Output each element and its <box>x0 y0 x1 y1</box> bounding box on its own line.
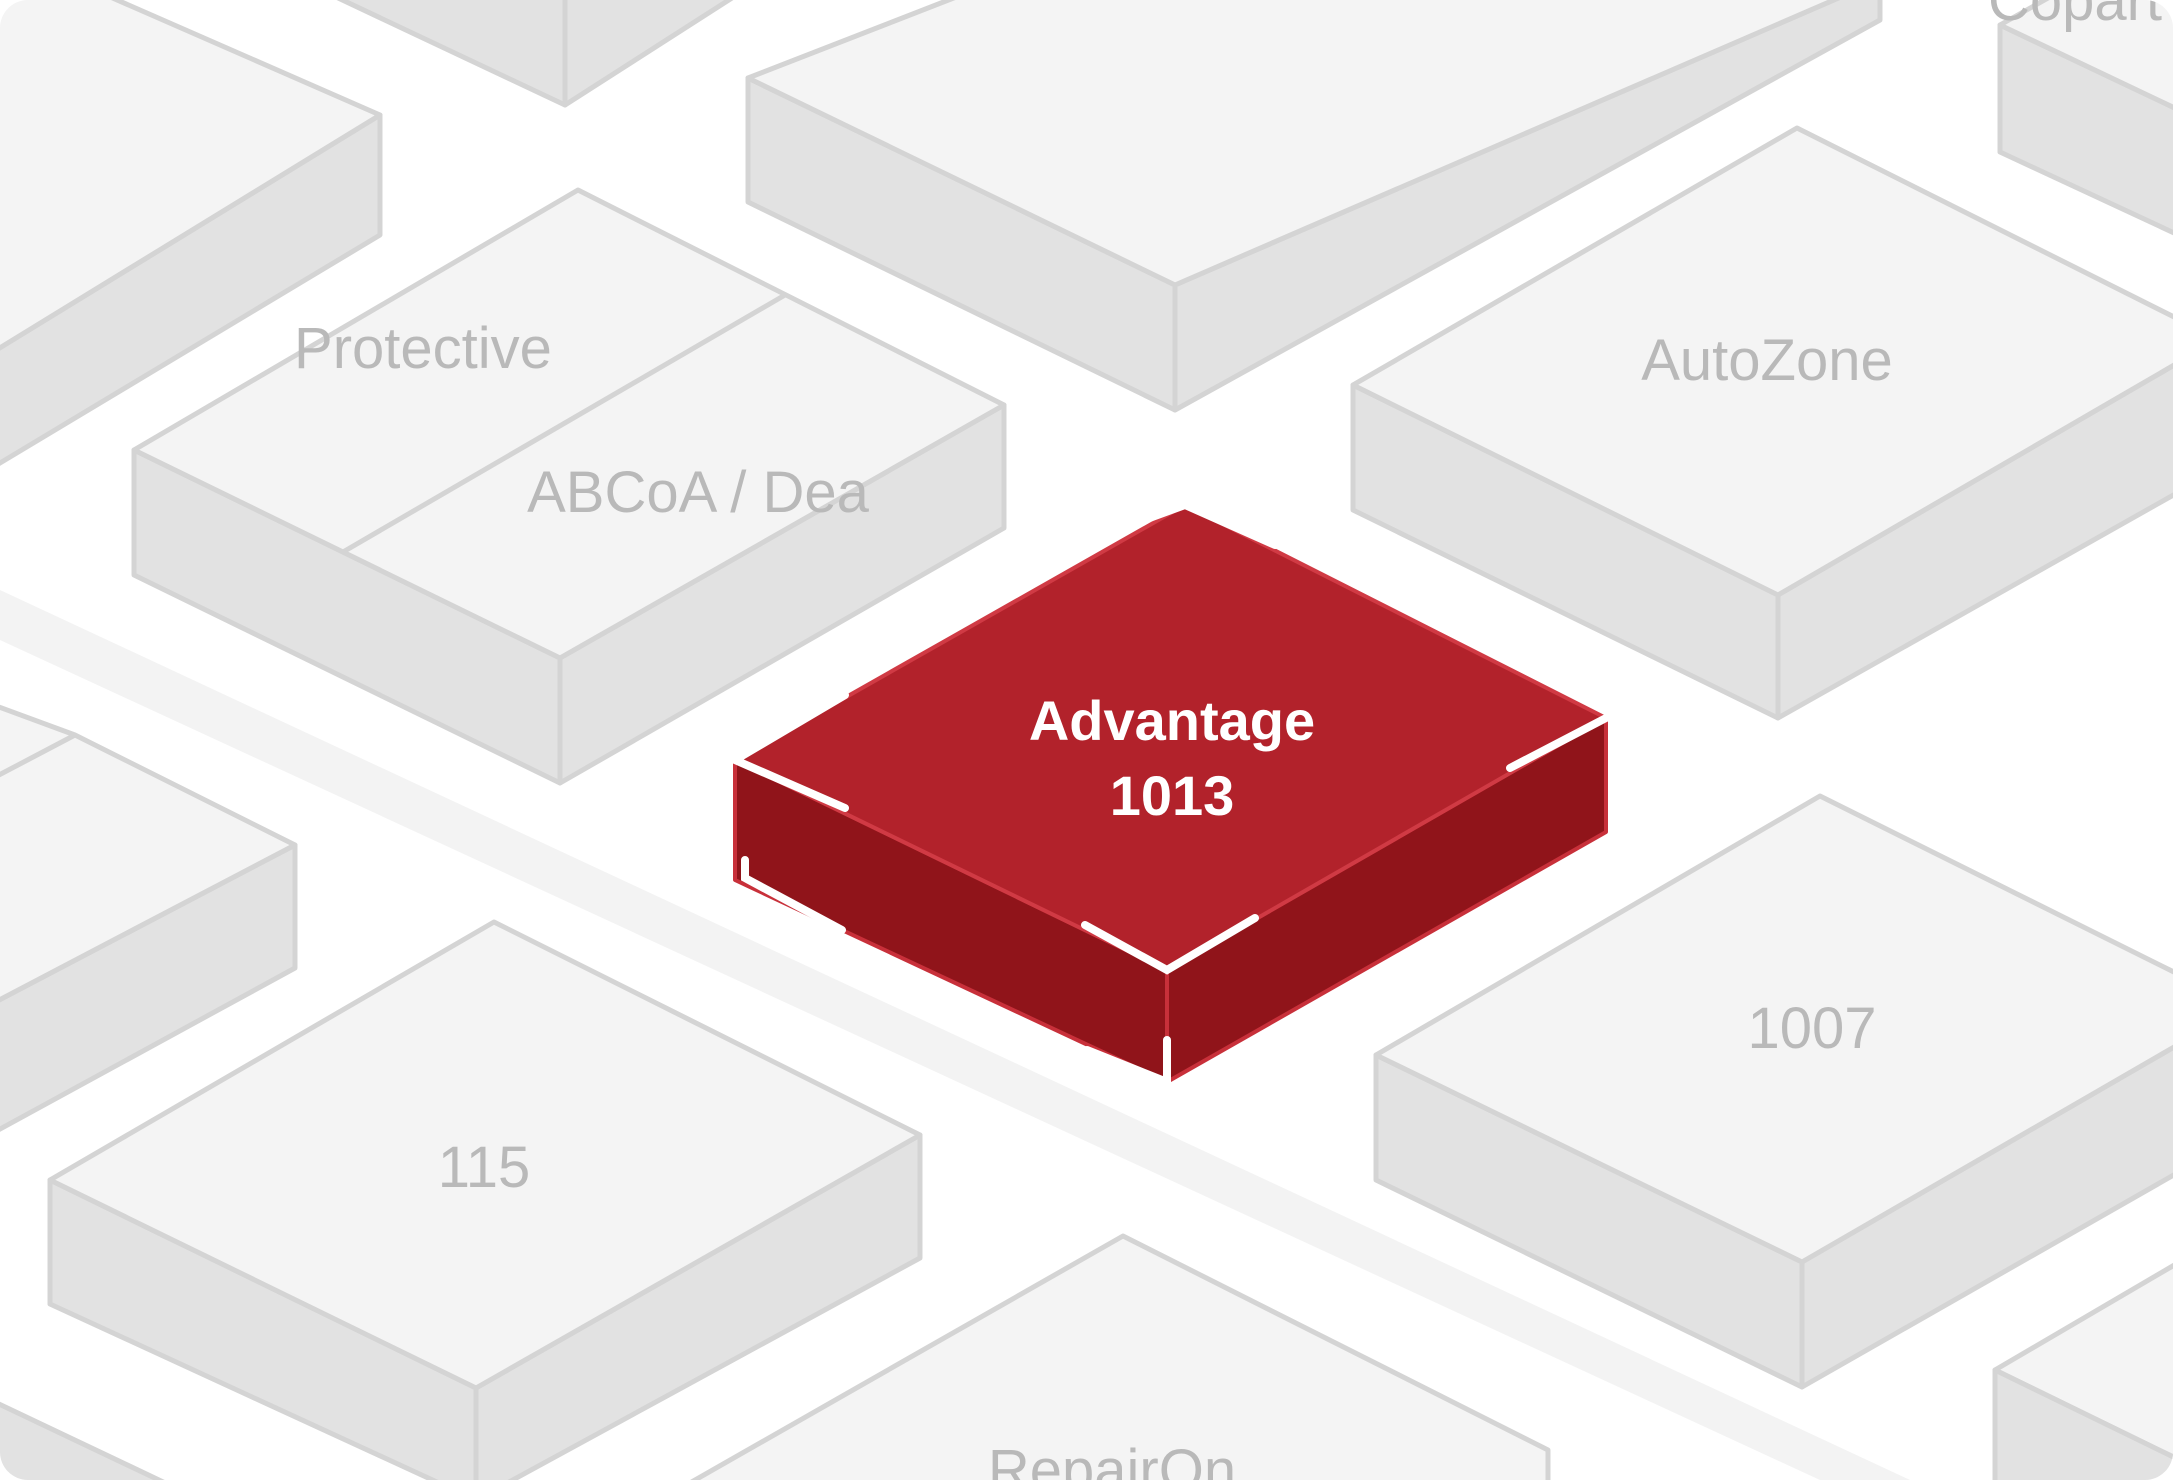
block-divider <box>341 292 787 555</box>
map-block-autozone[interactable]: AutoZone <box>1350 125 2173 721</box>
block-label: ABCoA / Dea <box>527 460 869 525</box>
map-block[interactable] <box>1992 1250 2173 1480</box>
map-block-repairon[interactable]: RepairOn <box>660 1233 1551 1480</box>
map-block-115[interactable]: 115 <box>47 919 923 1480</box>
map-block[interactable] <box>0 1395 180 1480</box>
selection-outline <box>726 500 1610 1088</box>
map-block[interactable] <box>745 0 1883 413</box>
map-block-1007[interactable]: 1007 <box>1373 793 2173 1390</box>
map-block-copart[interactable]: Copart <box>1988 0 2173 245</box>
highlighted-block-name: Advantage <box>1029 689 1315 752</box>
highlighted-block-advantage-1013[interactable]: Advantage 1013 <box>726 500 1610 1088</box>
road <box>0 590 1910 1480</box>
map-block[interactable] <box>0 0 383 475</box>
map-block[interactable] <box>300 0 760 108</box>
block-divider <box>0 732 77 778</box>
block-label: 1007 <box>1747 996 1876 1061</box>
block-label: RepairOn <box>988 1438 1236 1480</box>
block-label: 115 <box>438 1135 530 1200</box>
map-block[interactable] <box>0 700 298 1140</box>
block-label: AutoZone <box>1641 328 1893 393</box>
block-label: Copart <box>1988 0 2162 33</box>
map-block-protective[interactable]: Protective ABCoA / Dea <box>131 187 1007 786</box>
block-label: Protective <box>294 316 552 381</box>
highlighted-block-number: 1013 <box>1110 764 1235 827</box>
